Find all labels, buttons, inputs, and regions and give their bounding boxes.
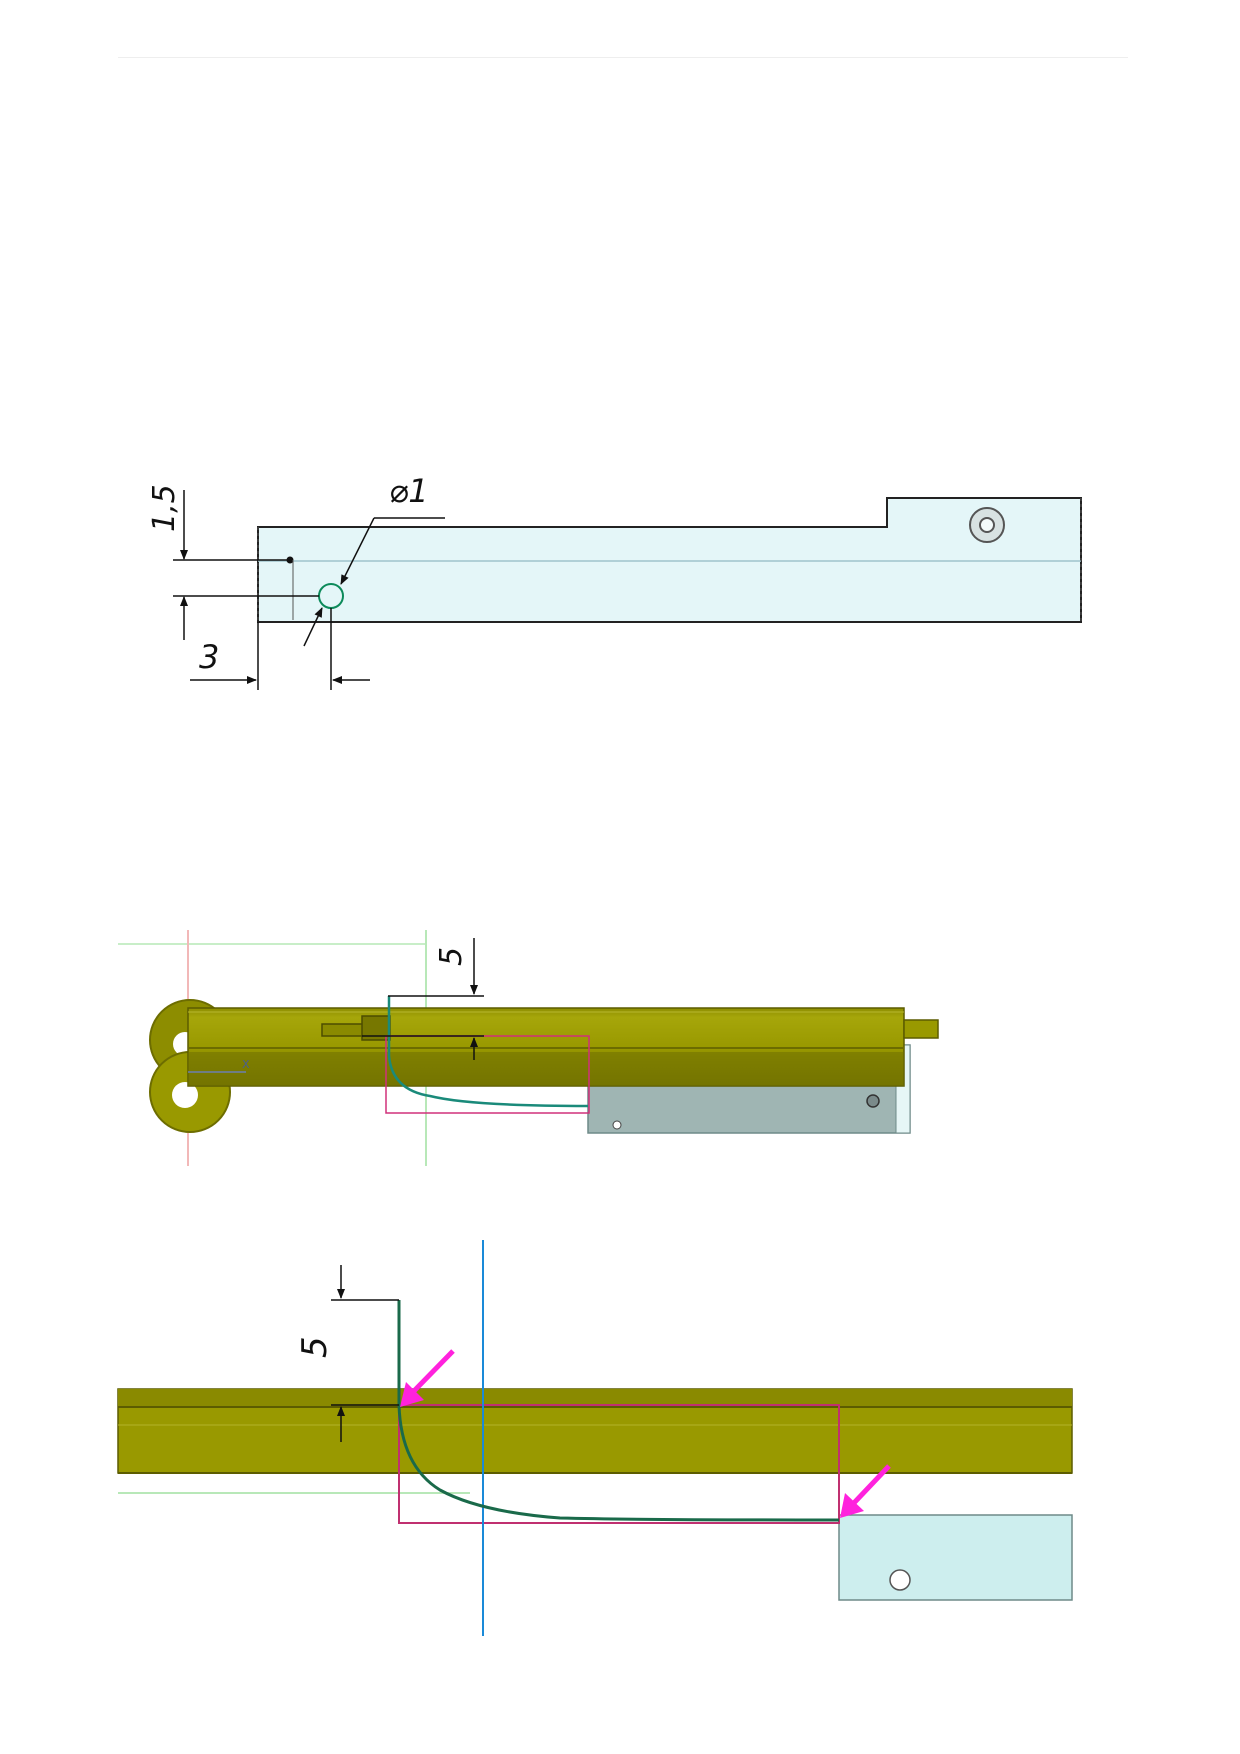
bracket-hole <box>889 1569 911 1591</box>
rail-part <box>187 1007 939 1087</box>
highlight-arrow-2 <box>840 1464 891 1518</box>
part-outline <box>257 497 1082 623</box>
page-header-rule <box>118 57 1128 58</box>
figure-2-assembly-view: X 5 <box>118 930 939 1166</box>
rail-detail <box>117 1388 1073 1474</box>
bounding-rect-magenta <box>385 1035 590 1114</box>
highlight-arrow-1 <box>400 1349 455 1407</box>
trajectory-curve-detail <box>397 1300 840 1522</box>
bounding-rect-magenta-detail <box>398 1404 840 1524</box>
svg-text:X: X <box>242 1058 250 1071</box>
dim-label-5-fig2: 5 <box>434 947 469 966</box>
dim-label-diameter-1: ⌀1 <box>389 472 429 510</box>
dim-label-3: 3 <box>199 638 219 676</box>
figure-3-detail-view: 5 <box>117 1240 1073 1636</box>
figure-1-part-drawing: 1,5 ⌀1 3 <box>147 472 1082 690</box>
dim-label-1-5: 1,5 <box>147 484 182 532</box>
dim-label-5-fig3: 5 <box>295 1336 335 1358</box>
trajectory-curve <box>387 996 589 1108</box>
bolt-hole-icon <box>969 507 1005 543</box>
bracket-detail <box>838 1514 1073 1601</box>
